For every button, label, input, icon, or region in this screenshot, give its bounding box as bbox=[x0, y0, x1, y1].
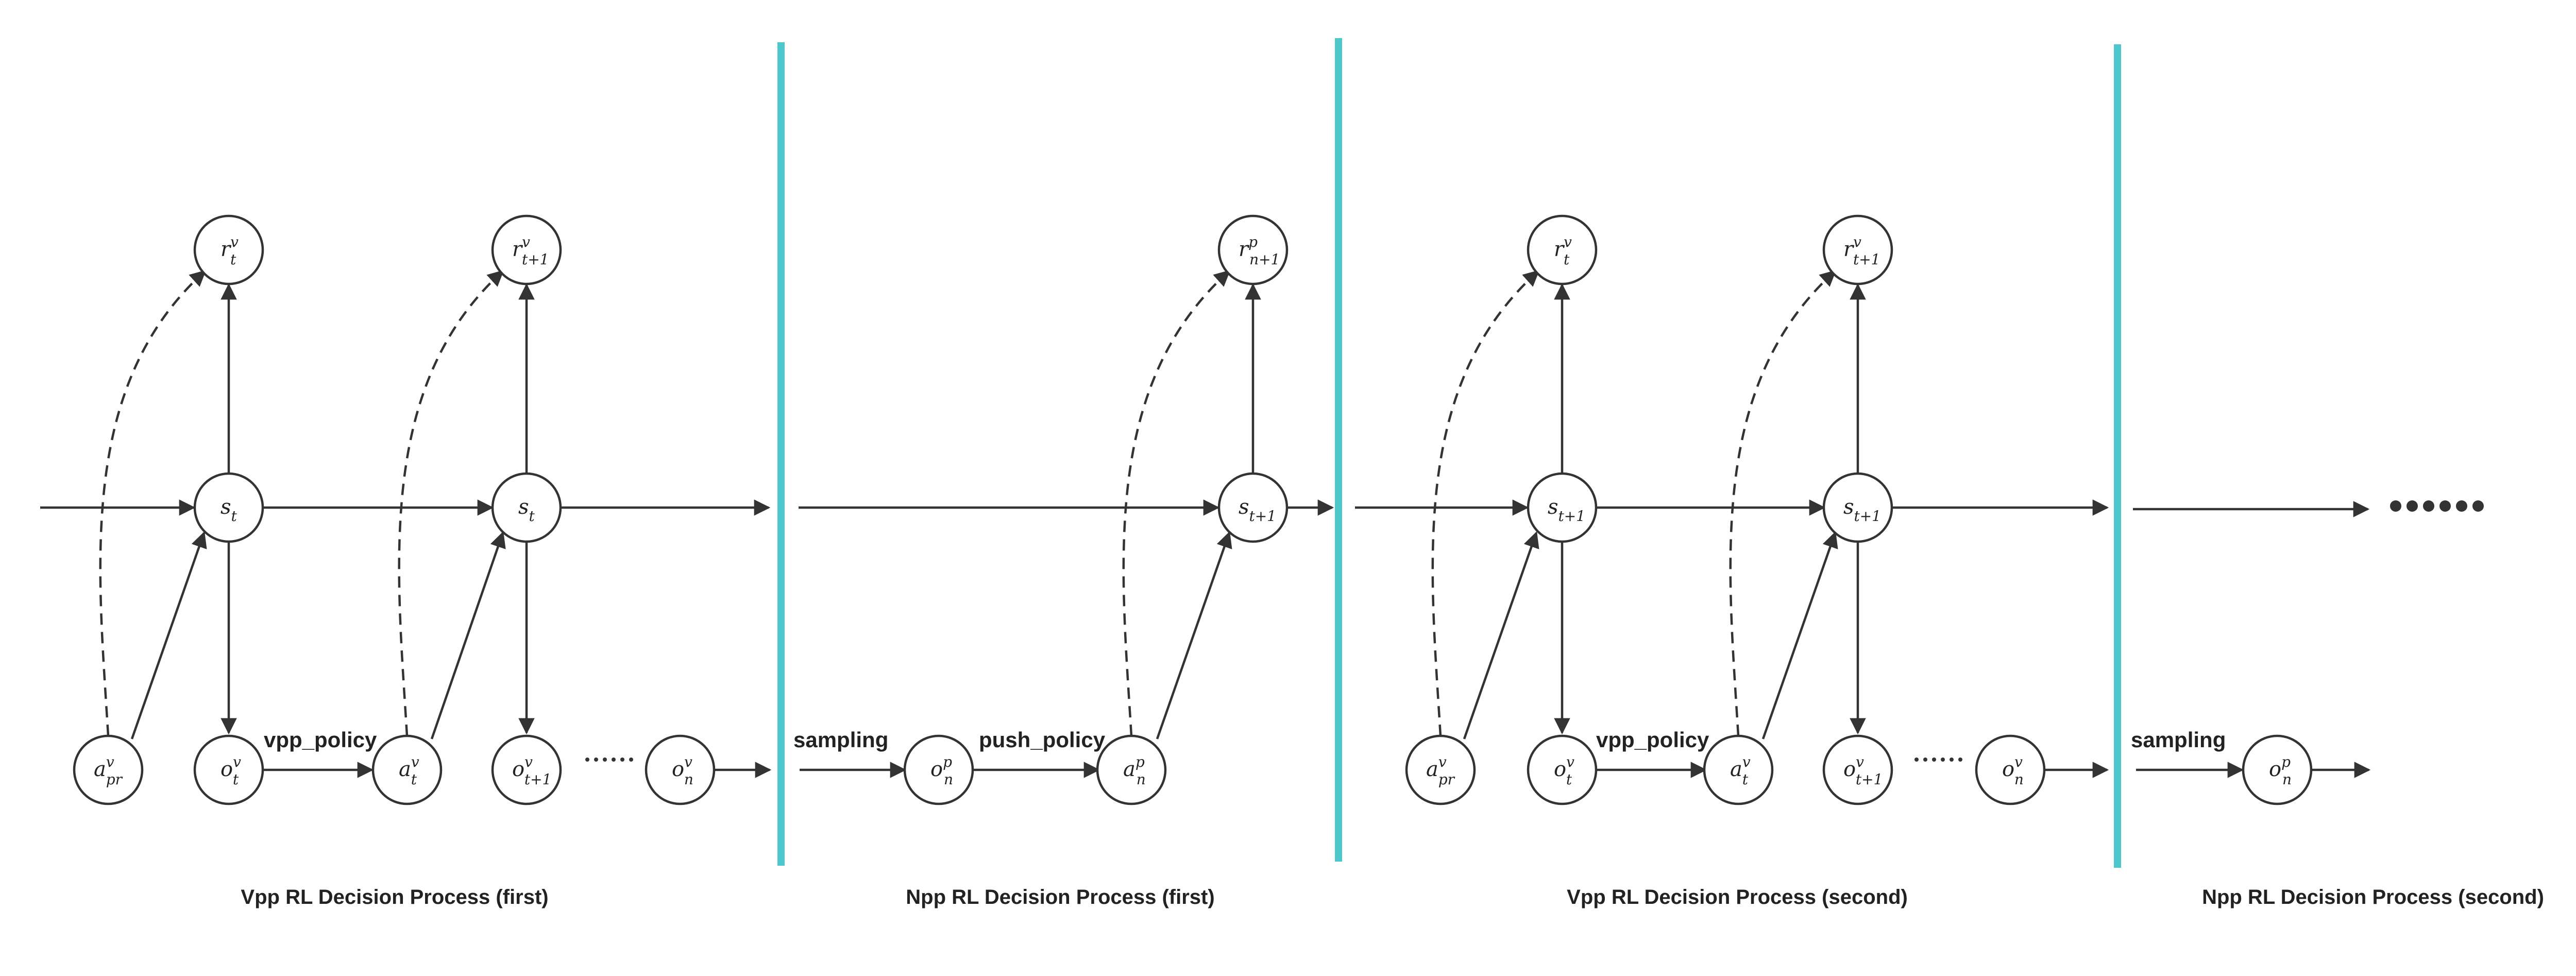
section-title-vpp-second: Vpp RL Decision Process (second) bbox=[1567, 886, 1908, 908]
edge-anp-s bbox=[1156, 531, 1232, 739]
node-circle bbox=[193, 214, 264, 285]
node-circle bbox=[1822, 214, 1893, 285]
section-title-vpp-first: Vpp RL Decision Process (first) bbox=[241, 886, 548, 908]
node-circle bbox=[491, 734, 562, 805]
node-circle bbox=[491, 472, 562, 543]
edge-a1-r2 bbox=[398, 270, 504, 736]
node-circle bbox=[1405, 734, 1476, 805]
edge-a3-r4 bbox=[1729, 270, 1837, 736]
edge-apr-r1 bbox=[99, 270, 207, 736]
edge-a3-s4 bbox=[1761, 531, 1838, 739]
push-policy-label: push_policy bbox=[979, 728, 1106, 752]
node-circle bbox=[73, 734, 144, 805]
node-circle bbox=[1822, 734, 1893, 805]
node-circle bbox=[1527, 734, 1598, 805]
node-circle bbox=[2242, 734, 2313, 805]
node-circle bbox=[1096, 734, 1167, 805]
node-s-t1: st+1 bbox=[1527, 472, 1598, 543]
vpp-policy-label-1: vpp_policy bbox=[264, 728, 377, 752]
edge-apr2-s3 bbox=[1463, 531, 1539, 739]
node-s-t1: st+1 bbox=[1822, 472, 1893, 543]
continuation-dots bbox=[585, 500, 2484, 762]
sampling-label-1: sampling bbox=[793, 728, 888, 752]
node-s-t: st bbox=[193, 472, 264, 543]
node-circle bbox=[1703, 734, 1774, 805]
node-circle bbox=[1217, 214, 1289, 285]
node-circle bbox=[645, 734, 716, 805]
edge-apr2-r3 bbox=[1431, 270, 1540, 736]
section-title-npp-second: Npp RL Decision Process (second) bbox=[2202, 886, 2544, 908]
edges bbox=[40, 270, 2371, 778]
node-circle bbox=[371, 734, 443, 805]
edge-a1-s2 bbox=[430, 531, 506, 739]
node-circle bbox=[1822, 472, 1893, 543]
node-circle bbox=[193, 472, 264, 543]
node-circle bbox=[903, 734, 974, 805]
node-circle bbox=[1527, 472, 1598, 543]
edge-apr-s1 bbox=[130, 531, 207, 739]
sampling-label-2: sampling bbox=[2131, 728, 2226, 752]
node-circle bbox=[1527, 214, 1598, 285]
node-s-t: st bbox=[491, 472, 562, 543]
vpp-policy-label-2: vpp_policy bbox=[1596, 728, 1709, 752]
node-circle bbox=[193, 734, 264, 805]
node-circle bbox=[1975, 734, 2046, 805]
node-circle bbox=[491, 214, 562, 285]
node-circle bbox=[1217, 472, 1289, 543]
node-s-t1: st+1 bbox=[1217, 472, 1289, 543]
edge-anp-r bbox=[1122, 270, 1231, 736]
section-title-npp-first: Npp RL Decision Process (first) bbox=[906, 886, 1214, 908]
